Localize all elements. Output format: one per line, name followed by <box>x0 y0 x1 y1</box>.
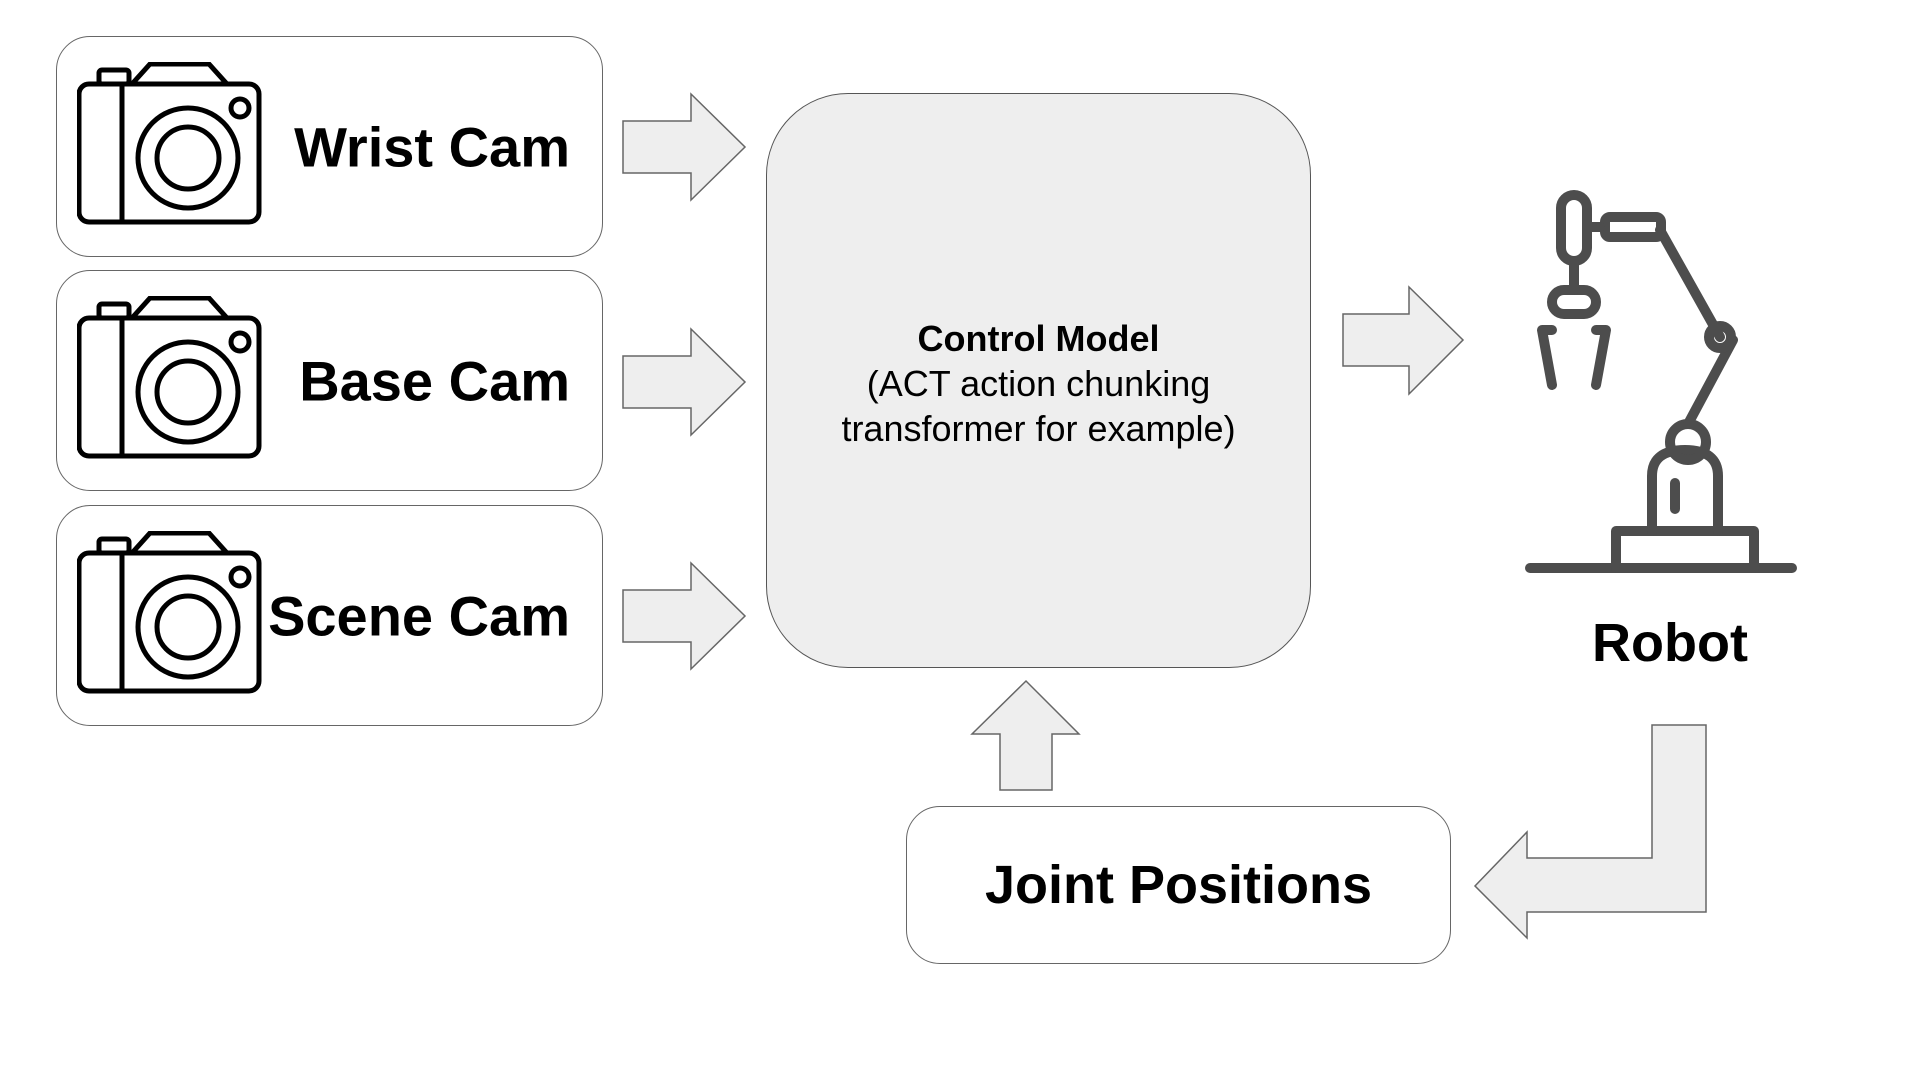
base-cam-box: Base Cam <box>56 270 603 491</box>
scene-cam-label: Scene Cam <box>268 584 570 647</box>
control-model-box: Control Model (ACT action chunking trans… <box>766 93 1311 668</box>
camera-icon <box>77 531 262 694</box>
robot-to-joint-arrow <box>1473 724 1707 940</box>
scene-to-control-arrow <box>622 561 747 671</box>
wrist-cam-label: Wrist Cam <box>294 115 570 178</box>
wrist-to-control-arrow <box>622 92 747 202</box>
scene-cam-box: Scene Cam <box>56 505 603 726</box>
joint-positions-box: Joint Positions <box>906 806 1451 964</box>
control-model-title: Control Model <box>917 318 1160 359</box>
joint-to-control-arrow <box>970 679 1081 791</box>
base-cam-label: Base Cam <box>299 349 570 412</box>
control-model-desc-line1: (ACT action chunking <box>866 363 1211 404</box>
joint-positions-label: Joint Positions <box>984 855 1373 915</box>
camera-icon <box>77 62 262 225</box>
control-model-text: Control Model (ACT action chunking trans… <box>767 316 1310 451</box>
robot-label: Robot <box>1592 613 1748 673</box>
control-to-robot-arrow <box>1342 285 1465 396</box>
robot-arm-icon <box>1525 190 1797 573</box>
camera-icon <box>77 296 262 459</box>
base-to-control-arrow <box>622 327 747 437</box>
control-model-desc-line2: transformer for example) <box>841 408 1236 449</box>
wrist-cam-box: Wrist Cam <box>56 36 603 257</box>
